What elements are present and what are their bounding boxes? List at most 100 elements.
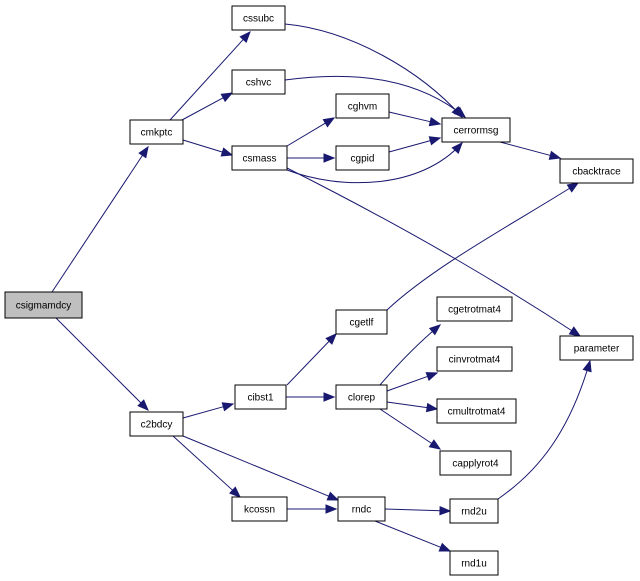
edge-line [182,435,330,498]
node-box[interactable] [439,450,512,476]
node-box[interactable] [129,411,184,437]
node-box[interactable] [449,498,499,524]
edge-rnd2u-to-parameter [497,359,592,500]
node-box[interactable] [129,119,184,145]
node-label: cmkptc [141,128,173,139]
arrow-head [229,486,241,498]
edge-cshvc-to-cerrormsg [284,75,467,118]
edge-clorep-to-cinvrotmat4 [386,372,439,392]
node-cbacktrace[interactable]: cbacktrace [559,158,634,184]
node-box[interactable] [559,335,634,361]
node-cerrormsg[interactable]: cerrormsg [441,117,511,143]
node-csmass[interactable]: csmass [231,145,288,171]
node-box[interactable] [436,296,513,322]
edge-cgpid-to-cerrormsg [388,136,442,153]
node-cshvc[interactable]: cshvc [231,69,286,95]
node-box[interactable] [231,5,286,31]
edge-line [172,435,234,492]
edge-csmass-to-cghvm [286,117,336,147]
edge-line [384,508,442,512]
edge-line [386,401,429,409]
node-box[interactable] [337,496,386,522]
arrow-head [220,147,234,157]
node-cibst1[interactable]: cibst1 [234,384,287,410]
node-label: cshvc [246,78,272,89]
arrow-head [428,324,442,336]
edge-line [181,96,225,121]
node-box[interactable] [436,346,513,372]
node-label: cgetlf [350,318,374,329]
edge-csmass-to-cgpid [287,153,336,163]
node-box[interactable] [231,496,288,522]
edge-line [169,38,245,121]
edge-cmkptc-to-cssubc [169,31,251,121]
edge-c2bdcy-to-cibst1 [182,402,235,419]
edge-line [386,375,429,392]
edge-line [286,340,331,386]
node-rnd1u[interactable]: rnd1u [449,550,499,576]
arrow-head [239,31,251,43]
node-kcossn[interactable]: kcossn [231,496,288,522]
edge-line [379,408,433,445]
edge-kcossn-to-rndc [287,504,338,514]
arrow-head [438,542,452,552]
arrow-head [138,145,149,159]
node-box[interactable] [335,145,390,171]
arrow-head [428,116,442,127]
node-rndc[interactable]: rndc [337,496,386,522]
node-cgetrotmat4[interactable]: cgetrotmat4 [436,296,513,322]
node-label: cghvm [348,102,377,113]
edge-line [388,111,432,123]
node-label: parameter [574,344,620,355]
node-box[interactable] [4,291,83,319]
node-label: cssubc [243,14,274,25]
node-box[interactable] [335,384,388,410]
node-label: csigmamdcy [16,301,72,312]
node-cmultrotmat4[interactable]: cmultrotmat4 [436,398,517,424]
edge-line [182,139,224,153]
node-box[interactable] [335,93,390,119]
node-label: c2bdcy [141,420,173,431]
node-cssubc[interactable]: cssubc [231,5,286,31]
node-cghvm[interactable]: cghvm [335,93,390,119]
arrow-head [548,150,562,160]
node-box[interactable] [436,398,517,424]
node-box[interactable] [559,158,634,184]
node-label: rndc [352,505,371,516]
edge-csmass-to-parameter [286,167,582,337]
node-label: cgpid [351,154,375,165]
node-cgetlf[interactable]: cgetlf [335,309,388,335]
node-clorep[interactable]: clorep [335,384,388,410]
node-box[interactable] [231,69,286,95]
node-csigmamdcy[interactable]: csigmamdcy [4,291,83,319]
node-cinvrotmat4[interactable]: cinvrotmat4 [436,346,513,372]
arrow-head [425,402,439,413]
edge-clorep-to-capplyrot4 [379,408,442,450]
node-capplyrot4[interactable]: capplyrot4 [439,450,512,476]
node-label: capplyrot4 [452,459,499,470]
edge-cibst1-to-cgetlf [286,333,337,386]
edge-clorep-to-cmultrotmat4 [386,401,439,413]
node-cgpid[interactable]: cgpid [335,145,390,171]
node-box[interactable] [234,384,287,410]
node-rnd2u[interactable]: rnd2u [449,498,499,524]
arrow-head [220,92,234,103]
node-c2bdcy[interactable]: c2bdcy [129,411,184,437]
edges-layer [51,23,592,552]
edge-cibst1-to-clorep [286,392,336,402]
edge-clorep-to-cgetrotmat4 [379,324,442,386]
node-parameter[interactable]: parameter [559,335,634,361]
node-box[interactable] [441,117,511,143]
edge-line [386,182,579,311]
node-box[interactable] [335,309,388,335]
node-label: csmass [243,154,277,165]
arrow-head [326,491,340,501]
node-label: cbacktrace [572,167,621,178]
arrow-head [566,182,580,193]
arrow-head [428,136,442,146]
arrow-head [323,153,336,163]
edge-line [55,317,142,404]
node-box[interactable] [449,550,499,576]
node-box[interactable] [231,145,288,171]
node-cmkptc[interactable]: cmkptc [129,119,184,145]
